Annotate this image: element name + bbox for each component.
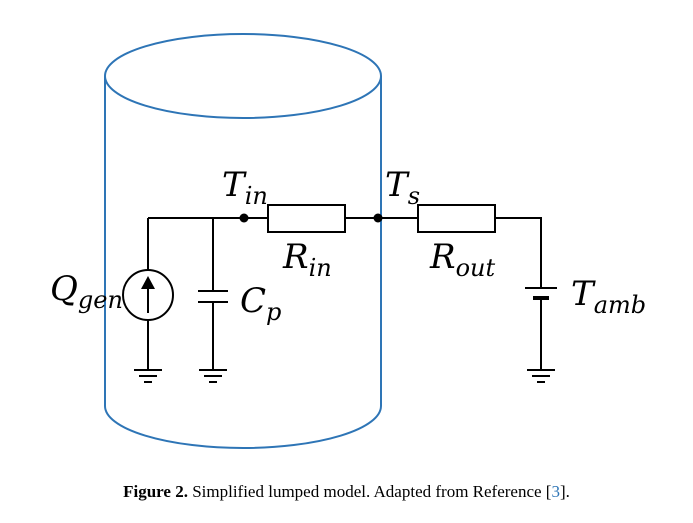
ambient-source-t-amb	[525, 287, 557, 370]
ground-symbol-3	[527, 369, 555, 383]
label-c-p: Cp	[240, 281, 281, 326]
label-t-s: Ts	[385, 165, 420, 210]
figure-label: Figure 2.	[123, 482, 188, 501]
ground-symbol-2	[199, 369, 227, 383]
lumped-model-diagram: Tin Ts Rin Rout Qgen Cp Tamb	[50, 33, 646, 449]
reference-link[interactable]: 3	[551, 482, 560, 501]
cylinder-outline	[104, 33, 382, 449]
label-q-gen: Qgen	[50, 269, 123, 314]
resistor-r-in	[267, 204, 346, 233]
capacitor-c-p	[198, 218, 228, 370]
current-source-q-gen	[122, 218, 174, 370]
node-t-s	[373, 213, 383, 223]
node-t-in	[239, 213, 249, 223]
figure-caption: Figure 2. Simplified lumped model. Adapt…	[0, 482, 693, 502]
label-r-in: Rin	[282, 237, 332, 282]
ground-symbol-1	[134, 369, 162, 383]
label-t-amb: Tamb	[571, 274, 646, 319]
label-r-out: Rout	[429, 237, 496, 282]
caption-end: ].	[559, 482, 570, 501]
caption-text: Simplified lumped model. Adapted from Re…	[187, 482, 552, 501]
label-t-in: Tin	[222, 165, 268, 210]
resistor-r-out	[417, 204, 496, 233]
